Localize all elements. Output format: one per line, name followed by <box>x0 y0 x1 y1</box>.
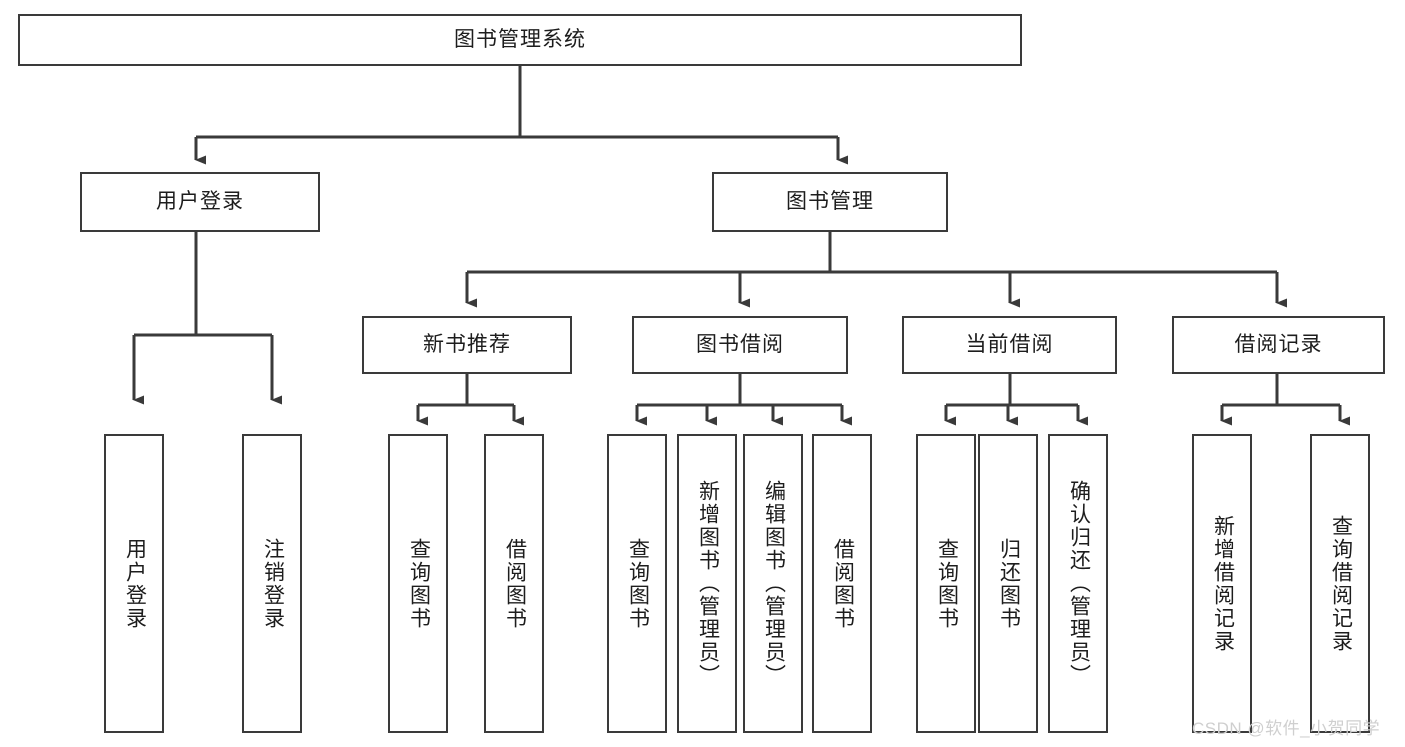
csdn-watermark: CSDN @软件_小贺同学 <box>1192 719 1381 738</box>
node-leaf-user-logout[interactable]: 注销登录 <box>242 434 302 733</box>
node-label: 用户登录 <box>123 537 147 630</box>
node-label: 查询图书 <box>935 537 959 630</box>
node-label: 图书借阅 <box>696 333 784 357</box>
node-leaf-return-book[interactable]: 归还图书 <box>978 434 1038 733</box>
node-leaf-borrow-book[interactable]: 借阅图书 <box>812 434 872 733</box>
node-leaf-edit-book-admin[interactable]: 编辑图书（管理员） <box>743 434 803 733</box>
node-label: 确认归还（管理员） <box>1067 480 1091 687</box>
node-book-management[interactable]: 图书管理 <box>712 172 948 232</box>
node-leaf-query-book-recommend[interactable]: 查询图书 <box>388 434 448 733</box>
node-leaf-user-login[interactable]: 用户登录 <box>104 434 164 733</box>
node-leaf-add-borrow-record[interactable]: 新增借阅记录 <box>1192 434 1252 733</box>
node-current-borrow[interactable]: 当前借阅 <box>902 316 1117 374</box>
node-leaf-query-book-borrow[interactable]: 查询图书 <box>607 434 667 733</box>
node-book-management-system[interactable]: 图书管理系统 <box>18 14 1022 66</box>
node-label: 注销登录 <box>261 537 285 630</box>
node-user-login[interactable]: 用户登录 <box>80 172 320 232</box>
node-leaf-add-book-admin[interactable]: 新增图书（管理员） <box>677 434 737 733</box>
node-label: 图书管理系统 <box>454 28 586 52</box>
node-borrow-record[interactable]: 借阅记录 <box>1172 316 1385 374</box>
node-label: 借阅图书 <box>831 537 855 630</box>
node-label: 当前借阅 <box>965 333 1054 357</box>
node-leaf-confirm-return-admin[interactable]: 确认归还（管理员） <box>1048 434 1108 733</box>
node-label: 查询借阅记录 <box>1329 514 1353 653</box>
node-label: 新增图书（管理员） <box>696 480 720 687</box>
node-leaf-borrow-book-recommend[interactable]: 借阅图书 <box>484 434 544 733</box>
node-leaf-query-borrow-record[interactable]: 查询借阅记录 <box>1310 434 1370 733</box>
node-book-borrow[interactable]: 图书借阅 <box>632 316 848 374</box>
node-label: 用户登录 <box>156 190 244 214</box>
node-label: 借阅图书 <box>503 537 527 630</box>
node-label: 查询图书 <box>626 537 650 630</box>
node-label: 归还图书 <box>997 537 1021 630</box>
node-new-book-recommend[interactable]: 新书推荐 <box>362 316 572 374</box>
node-label: 查询图书 <box>407 537 431 630</box>
node-label: 编辑图书（管理员） <box>762 480 786 687</box>
node-label: 借阅记录 <box>1234 333 1323 357</box>
node-leaf-query-book-current[interactable]: 查询图书 <box>916 434 976 733</box>
node-label: 新书推荐 <box>423 333 511 357</box>
node-label: 图书管理 <box>786 190 874 214</box>
node-label: 新增借阅记录 <box>1211 514 1235 653</box>
